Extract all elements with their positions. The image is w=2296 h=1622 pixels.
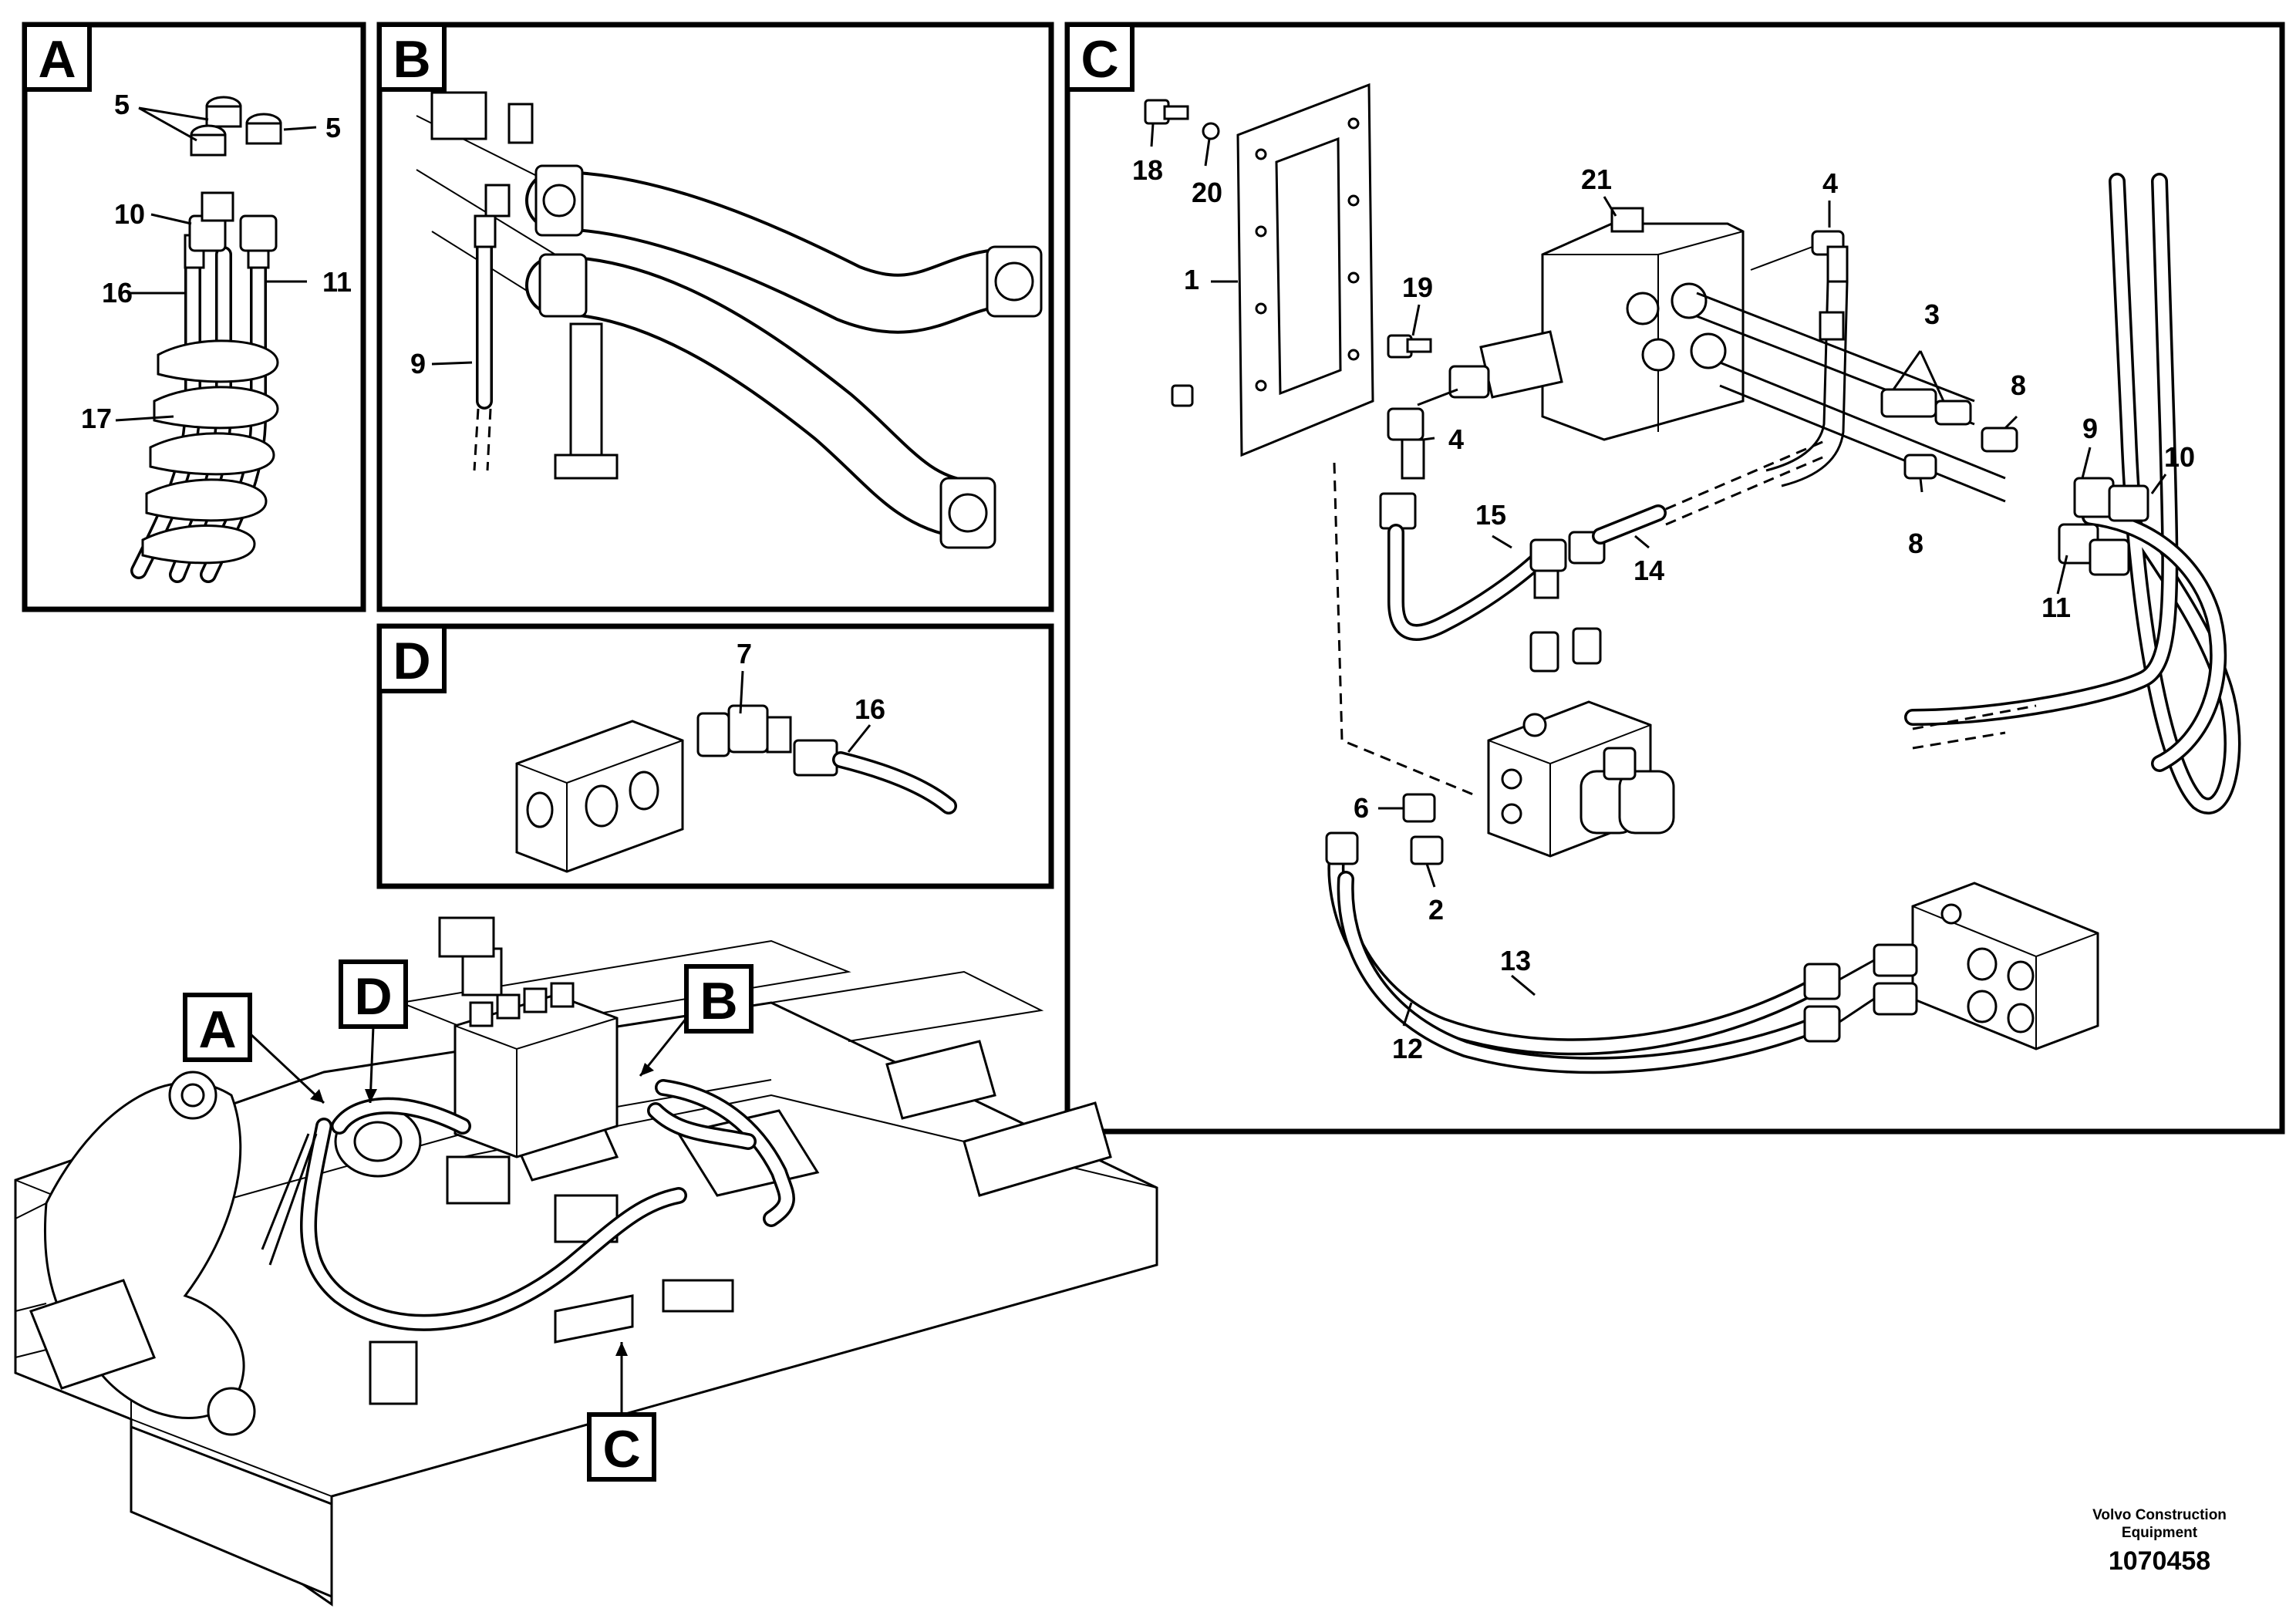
overview-tags: A D B C xyxy=(183,959,754,1482)
overview-tag-a: A xyxy=(198,1000,236,1059)
panel-c-label: 20 xyxy=(1192,177,1222,208)
panel-d-label: 7 xyxy=(737,638,752,669)
overview-tag-d: D xyxy=(354,967,392,1026)
panel-c-frame xyxy=(1064,22,2285,1135)
footer: Volvo Construction Equipment 1070458 xyxy=(2071,1506,2248,1576)
panel-c-label: 13 xyxy=(1500,945,1531,976)
panel-d-tag: D xyxy=(393,632,430,690)
overview-tag-a-box xyxy=(183,993,252,1062)
panel-c-label: 19 xyxy=(1402,271,1433,303)
overview-tag-b-box xyxy=(684,964,754,1034)
panel-a-hose-bundle xyxy=(130,96,282,583)
panel-c-label: 4 xyxy=(1448,423,1464,455)
panel-c-control-valve-assembly xyxy=(1144,83,2241,1074)
panel-a-tag: A xyxy=(38,30,76,89)
panel-a-tag-box xyxy=(22,22,92,92)
panel-b-pipe-assembly xyxy=(416,91,1043,549)
panel-d-tag-box xyxy=(377,624,447,693)
panel-c-label: 8 xyxy=(1908,528,1923,559)
panel-c-label: 1 xyxy=(1184,264,1199,295)
panel-c: C xyxy=(1064,22,2285,1135)
overview-machine-frame xyxy=(14,916,1158,1607)
panel-c-label: 14 xyxy=(1633,555,1664,586)
panel-c-tag: C xyxy=(1081,30,1118,89)
panel-c-label: 6 xyxy=(1354,792,1369,824)
panel-c-label: 12 xyxy=(1392,1033,1423,1064)
panel-b-tag: B xyxy=(393,30,430,89)
panel-a-label: 16 xyxy=(102,277,133,309)
panel-c-label: 2 xyxy=(1428,894,1444,926)
panel-b-tag-box xyxy=(377,22,447,92)
panel-a-label: 10 xyxy=(114,198,145,230)
panel-a-label: 5 xyxy=(114,89,130,120)
panel-c-label: 9 xyxy=(2082,413,2098,444)
panel-a-label: 17 xyxy=(81,403,112,434)
panel-d-label: 16 xyxy=(855,693,885,725)
overview-tag-c: C xyxy=(602,1420,640,1479)
overview-tag-b: B xyxy=(700,972,737,1030)
panel-c-label: 4 xyxy=(1822,167,1838,199)
panel-c-label: 11 xyxy=(2041,592,2071,623)
panel-c-tag-box xyxy=(1065,22,1135,92)
panel-c-label: 15 xyxy=(1475,499,1506,531)
company-name: Volvo Construction Equipment xyxy=(2092,1507,2227,1541)
panel-c-label: 18 xyxy=(1132,154,1163,186)
panel-d-valve-block xyxy=(515,704,957,873)
overview-control-valve xyxy=(369,916,734,1405)
overview-tag-c-box xyxy=(587,1412,656,1482)
panel-c-label: 8 xyxy=(2011,369,2026,401)
panel-a-label: 5 xyxy=(325,112,341,143)
panel-a-frame xyxy=(22,22,366,612)
panel-c-label: 21 xyxy=(1581,164,1612,195)
panel-b-frame xyxy=(376,22,1054,612)
figure-number: 1070458 xyxy=(2108,1546,2211,1576)
panel-b: B xyxy=(376,22,1054,612)
panel-b-label: 9 xyxy=(410,348,426,379)
panel-c-label: 3 xyxy=(1924,298,1940,330)
panel-a: A xyxy=(22,22,366,612)
panel-c-label: 10 xyxy=(2164,441,2195,473)
panel-a-label: 11 xyxy=(322,266,352,298)
panel-d-frame xyxy=(376,623,1054,889)
panel-d: D 7 16 xyxy=(376,623,1054,889)
